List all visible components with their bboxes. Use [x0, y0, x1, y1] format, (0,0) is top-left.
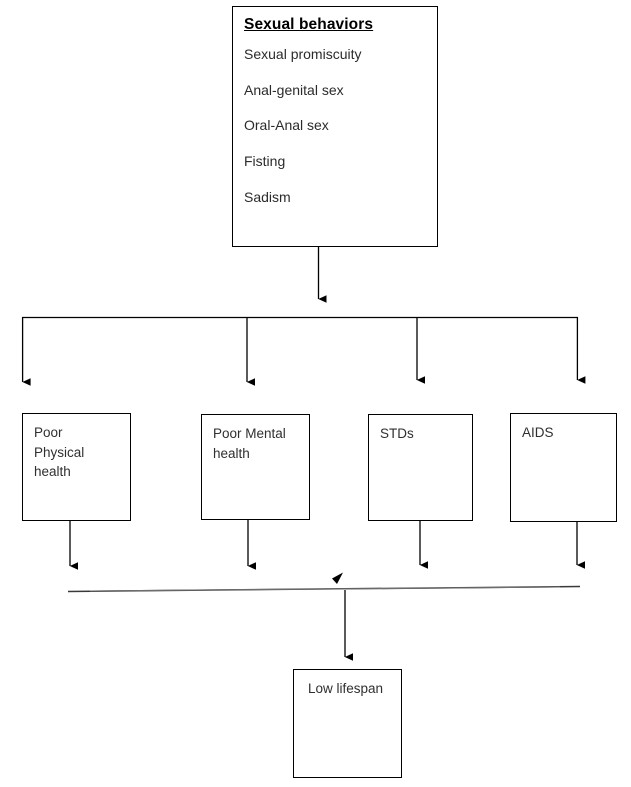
node-poor-physical-health[interactable]: Poor Physical health [22, 413, 131, 521]
behavior-item-1: Anal-genital sex [244, 81, 344, 98]
behavior-item-4: Sadism [244, 188, 291, 205]
behavior-item-0: Sexual promiscuity [244, 46, 362, 62]
merge-line-highlight [89, 586, 561, 592]
node-aids[interactable]: AIDS [510, 413, 617, 522]
node-low-lifespan-label: Low lifespan [308, 681, 384, 696]
node-stds-label: STDs [380, 426, 414, 441]
node-poor-mental-health[interactable]: Poor Mental health [201, 414, 310, 520]
node-sexual-behaviors-heading: Sexual behaviors [244, 16, 374, 33]
node-sexual-behaviors-content: Sexual behaviors Sexual promiscuity Anal… [233, 7, 437, 205]
behavior-item-2: Oral-Anal sex [244, 117, 329, 134]
node-aids-content: AIDS [511, 414, 616, 443]
node-poor-physical-health-label: Poor Physical health [34, 425, 85, 480]
behavior-item-3: Fisting [244, 153, 286, 170]
node-stds-content: STDs [369, 415, 472, 444]
node-stds[interactable]: STDs [368, 414, 473, 521]
node-low-lifespan-content: Low lifespan [294, 670, 401, 699]
merge-line [67, 585, 581, 593]
node-poor-physical-health-content: Poor Physical health [23, 414, 130, 482]
node-poor-mental-health-label: Poor Mental health [213, 426, 286, 461]
merge-line-triangle-marker [332, 572, 343, 584]
node-poor-mental-health-content: Poor Mental health [202, 415, 309, 463]
node-low-lifespan[interactable]: Low lifespan [293, 669, 402, 778]
node-sexual-behaviors[interactable]: Sexual behaviors Sexual promiscuity Anal… [232, 6, 438, 247]
node-aids-label: AIDS [522, 425, 554, 440]
